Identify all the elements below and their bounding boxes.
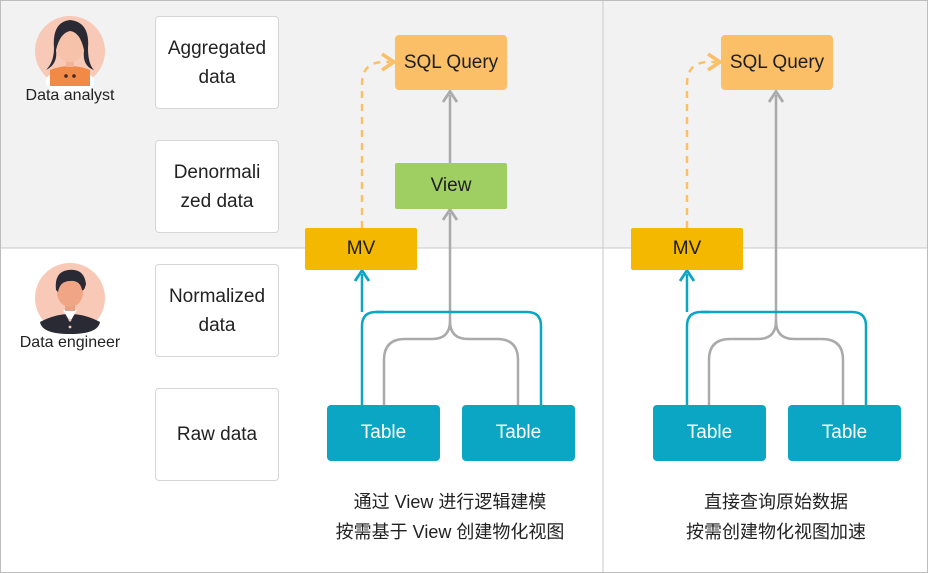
right-caption: 直接查询原始数据 按需创建物化视图加速: [627, 487, 925, 547]
left-gray-link-table-b: [448, 320, 520, 405]
left-table-b-node: Table: [462, 405, 575, 461]
right-dashed-mv-to-sql: [685, 52, 724, 228]
left-table-a-node: Table: [327, 405, 440, 461]
data-engineer-avatar-icon: [35, 263, 105, 334]
layer-aggregated-line2: data: [198, 66, 236, 88]
data-engineer-label: Data engineer: [19, 334, 121, 351]
right-blue-link-table-b: [701, 310, 868, 405]
layer-normalized-line2: data: [198, 314, 236, 336]
left-mv-node: MV: [305, 228, 417, 270]
right-table-b-node: Table: [788, 405, 901, 461]
layer-denormalized-line1: Denormali: [173, 161, 261, 183]
right-table-a-node: Table: [653, 405, 766, 461]
left-gray-link-table-a: [382, 320, 452, 405]
layer-normalized-data: Normalized data: [155, 264, 279, 357]
data-analyst-avatar-icon: [35, 16, 105, 96]
left-view-node: View: [395, 163, 507, 209]
layer-normalized-line1: Normalized: [168, 285, 266, 307]
layer-aggregated-data: Aggregated data: [155, 16, 279, 109]
left-sql-query-node: SQL Query: [395, 35, 507, 90]
layer-aggregated-line1: Aggregated: [167, 37, 267, 59]
left-caption-line1: 通过 View 进行逻辑建模: [353, 492, 547, 512]
left-blue-link-table-b: [376, 310, 543, 405]
right-gray-link-table-b: [774, 320, 845, 405]
right-sql-query-node: SQL Query: [721, 35, 833, 90]
left-caption-line2: 按需基于 View 创建物化视图: [335, 522, 565, 542]
right-caption-line2: 按需创建物化视图加速: [686, 522, 866, 542]
right-caption-line1: 直接查询原始数据: [704, 492, 848, 512]
left-caption: 通过 View 进行逻辑建模 按需基于 View 创建物化视图: [300, 487, 600, 547]
layer-denormalized-data: Denormali zed data: [155, 140, 279, 233]
data-analyst-label: Data analyst: [25, 87, 115, 104]
right-mv-node: MV: [631, 228, 743, 270]
right-gray-link-table-a: [707, 320, 778, 405]
layer-raw-data: Raw data: [155, 388, 279, 481]
layer-denormalized-line2: zed data: [180, 190, 254, 212]
left-dashed-mv-to-sql: [360, 52, 398, 228]
layer-raw-line1: Raw data: [176, 424, 258, 445]
right-blue-link-table-a: [685, 310, 710, 405]
left-blue-link-table-a: [360, 310, 384, 405]
